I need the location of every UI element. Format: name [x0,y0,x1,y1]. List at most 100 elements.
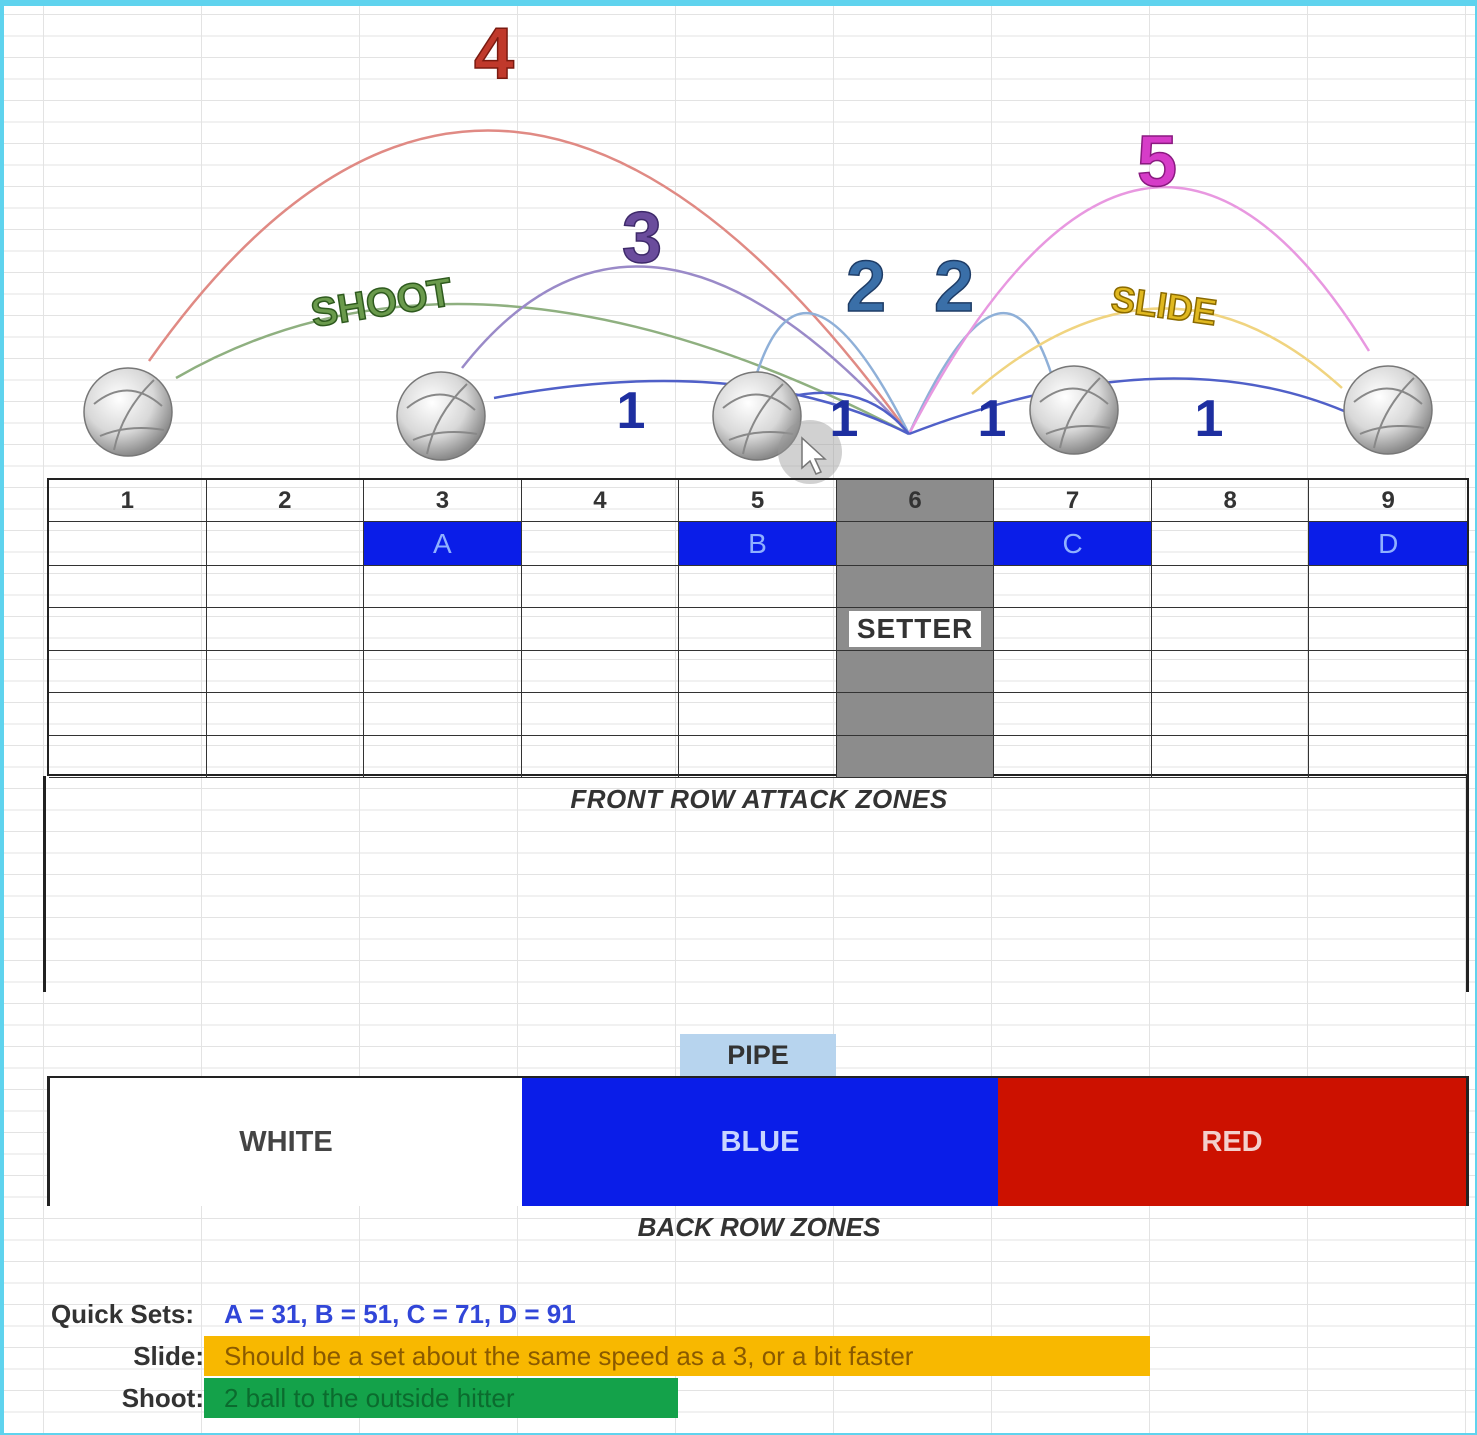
legend-label: Slide: [18,1341,204,1372]
legend-value: Should be a set about the same speed as … [204,1336,1150,1376]
grid-cell [994,566,1152,608]
setter-zone-cell [837,736,995,778]
grid-cell [207,736,365,778]
grid-cell [522,566,680,608]
back-zone-white: WHITE [47,1078,522,1206]
set-5-label: 5 [1137,122,1177,202]
quick-set-marker: C [994,522,1152,566]
setter-label: SETTER [849,611,981,647]
zone-number: 1 [49,480,207,522]
pipe-label: PIPE [680,1034,836,1076]
set-1-arc-right [909,378,1344,434]
court-sideline-left [43,776,46,992]
set-2-right-label: 2 [934,247,974,327]
back-row-label: BACK ROW ZONES [564,1212,954,1243]
volleyball-icon [397,372,485,460]
grid-cell [679,693,837,736]
grid-cell [207,608,365,651]
grid-cell [207,693,365,736]
setter-zone-cell [837,522,995,566]
legend-slide: Slide: Should be a set about the same sp… [18,1336,1150,1376]
grid-cell [364,736,522,778]
set-4-label: 4 [474,14,514,94]
back-zone-blue: BLUE [522,1078,998,1206]
grid-cell [679,651,837,693]
grid-cell [1152,651,1310,693]
quick-set-marker: D [1309,522,1467,566]
set-trajectories-diagram: 4 3 5 2 2 1 1 1 1 SHOOT SLIDE [4,6,1475,486]
grid-cell [364,651,522,693]
grid-cell [994,693,1152,736]
zone-number: 9 [1309,480,1467,522]
grid-cell [49,693,207,736]
set-1-label: 1 [617,382,646,440]
slide-label: SLIDE [1109,278,1220,333]
grid-cell [1152,608,1310,651]
legend-quick-sets: Quick Sets: A = 31, B = 51, C = 71, D = … [18,1294,576,1334]
court-sideline-right [1466,776,1469,992]
grid-cell [1309,566,1467,608]
front-row-label: FRONT ROW ATTACK ZONES [544,784,974,815]
set-2-left-label: 2 [846,247,886,327]
quick-set-marker: A [364,522,522,566]
grid-cell [522,736,680,778]
grid-cell [49,566,207,608]
grid-cell [49,608,207,651]
volleyball-icon [1344,366,1432,454]
grid-cell [1309,608,1467,651]
grid-cell [994,608,1152,651]
setter-zone-cell [837,651,995,693]
setter-zone-cell [837,693,995,736]
zone-number: 3 [364,480,522,522]
legend-value: 2 ball to the outside hitter [204,1378,678,1418]
grid-cell [994,736,1152,778]
legend-label: Quick Sets: [18,1299,194,1330]
grid-cell [364,693,522,736]
front-row-court-grid: 1 2 3 4 5 6 7 8 9 A B C D SETTE [47,478,1469,776]
grid-cell [49,522,207,566]
set-1-label: 1 [978,390,1007,448]
volleyball-icon [84,368,172,456]
grid-cell [207,566,365,608]
grid-cell [522,693,680,736]
grid-cell [207,522,365,566]
setter-zone-cell: SETTER [837,608,995,651]
grid-cell [679,736,837,778]
spreadsheet-background: 4 3 5 2 2 1 1 1 1 SHOOT SLIDE 1 2 3 4 5 … [4,6,1475,1433]
legend-value: A = 31, B = 51, C = 71, D = 91 [194,1294,576,1334]
grid-cell [1152,522,1310,566]
legend-shoot: Shoot: 2 ball to the outside hitter [18,1378,678,1418]
zone-number: 4 [522,480,680,522]
grid-cell [364,566,522,608]
set-1-label: 1 [830,390,859,448]
set-3-label: 3 [622,198,662,278]
zone-number: 8 [1152,480,1310,522]
shoot-label: SHOOT [308,270,455,336]
grid-cell [522,608,680,651]
grid-cell [1152,566,1310,608]
grid-cell [1152,736,1310,778]
set-1-label: 1 [1195,390,1224,448]
grid-cell [994,651,1152,693]
zone-number: 6 [837,480,995,522]
back-row-zones: WHITE BLUE RED [47,1076,1469,1206]
quick-set-marker: B [679,522,837,566]
zone-number: 7 [994,480,1152,522]
grid-cell [1152,693,1310,736]
back-zone-red: RED [998,1078,1469,1206]
grid-cell [679,566,837,608]
grid-cell [364,608,522,651]
grid-cell [207,651,365,693]
legend-label: Shoot: [18,1383,204,1414]
grid-cell [49,736,207,778]
set-4-arc [149,130,909,434]
grid-cell [522,522,680,566]
grid-cell [679,608,837,651]
setter-zone-cell [837,566,995,608]
volleyball-icon [1030,366,1118,454]
grid-cell [49,651,207,693]
zone-number: 2 [207,480,365,522]
grid-cell [522,651,680,693]
grid-cell [1309,693,1467,736]
zone-number: 5 [679,480,837,522]
